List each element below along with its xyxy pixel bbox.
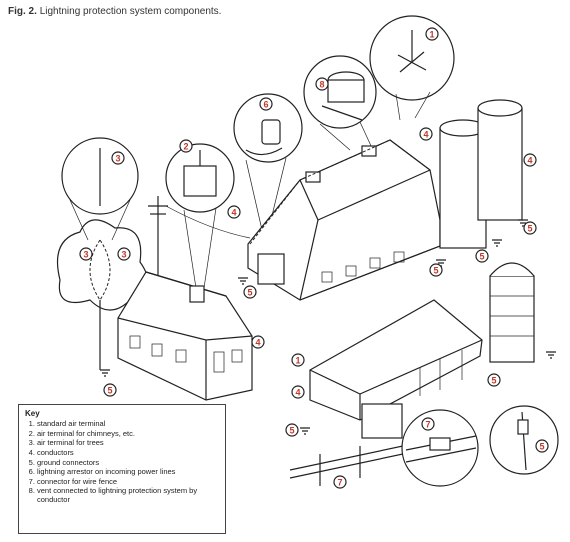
house [117,271,253,401]
figure-title: Fig. 2. Lightning protection system comp… [8,6,221,17]
power-pole [148,196,251,280]
detail-fence-connector [401,409,479,487]
callout-6: 6 [259,97,273,111]
callout-3-left: 3 [79,247,93,261]
callout-2: 2 [179,139,193,153]
callout-4-shed: 4 [291,385,305,399]
callout-7-detail: 7 [421,417,435,431]
callout-8: 8 [315,77,329,91]
key-legend: Key standard air terminal air terminal f… [18,404,226,534]
detail-air-terminal [369,15,455,121]
svg-text:3: 3 [115,154,120,164]
callout-5-silo-b: 5 [475,249,489,263]
svg-text:4: 4 [527,156,532,166]
key-item: standard air terminal [37,419,219,429]
silos-tall [439,99,523,249]
key-item: vent connected to lightning protection s… [37,486,219,504]
callout-4-barn-left: 4 [227,205,241,219]
callouts: 1 8 6 2 3 3 3 4 4 4 4 4 1 5 5 5 5 5 5 5 … [79,27,549,489]
callout-5-barn: 5 [243,285,257,299]
key-item: connector for wire fence [37,477,219,487]
svg-text:3: 3 [83,250,88,260]
svg-text:1: 1 [429,30,434,40]
barn [247,139,441,301]
detail-vent [303,55,377,151]
svg-text:1: 1 [295,356,300,366]
detail-arrestor [233,93,303,233]
ground-symbols [100,219,556,435]
key-item: air terminal for trees [37,439,219,448]
detail-chimney [165,143,235,289]
callout-1-top: 1 [425,27,439,41]
callout-5-fence: 5 [535,439,549,453]
svg-text:4: 4 [255,338,260,348]
machine-shed [309,299,483,439]
callout-5-silo2: 5 [487,373,501,387]
callout-4-barn-right: 4 [419,127,433,141]
svg-text:5: 5 [247,288,252,298]
silo-small [489,262,535,363]
svg-text:5: 5 [433,266,438,276]
svg-text:5: 5 [479,252,484,262]
detail-ground-connector [489,405,559,475]
key-item: conductors [37,448,219,458]
svg-text:5: 5 [527,224,532,234]
callout-5-silo-c: 5 [523,221,537,235]
svg-text:7: 7 [337,478,342,488]
svg-text:5: 5 [491,376,496,386]
callout-5-shed: 5 [285,423,299,437]
callout-4-house: 4 [251,335,265,349]
tree [56,219,149,370]
svg-text:7: 7 [425,420,430,430]
callout-3-right: 3 [117,247,131,261]
figure-caption: Lightning protection system components. [39,6,222,17]
svg-text:4: 4 [423,130,428,140]
key-item: air terminal for chimneys, etc. [37,429,219,439]
svg-text:2: 2 [183,142,188,152]
svg-text:4: 4 [231,208,236,218]
callout-4-silo: 4 [523,153,537,167]
callout-7-fence: 7 [333,475,347,489]
callout-5-silo-a: 5 [429,263,443,277]
key-title: Key [25,409,40,418]
svg-text:6: 6 [263,100,268,110]
svg-text:3: 3 [121,250,126,260]
detail-tree-terminal [61,137,139,241]
callout-3-top: 3 [111,151,125,165]
svg-text:4: 4 [295,388,300,398]
callout-1-shed: 1 [291,353,305,367]
svg-text:5: 5 [539,442,544,452]
key-item: ground connectors [37,458,219,468]
figure-label: Fig. 2. [8,6,37,17]
callout-5-house: 5 [103,383,117,397]
svg-text:5: 5 [107,386,112,396]
key-list: standard air terminal air terminal for c… [25,419,219,505]
key-item: lightning arrestor on incoming power lin… [37,467,219,477]
svg-text:8: 8 [319,80,324,90]
svg-text:5: 5 [289,426,294,436]
